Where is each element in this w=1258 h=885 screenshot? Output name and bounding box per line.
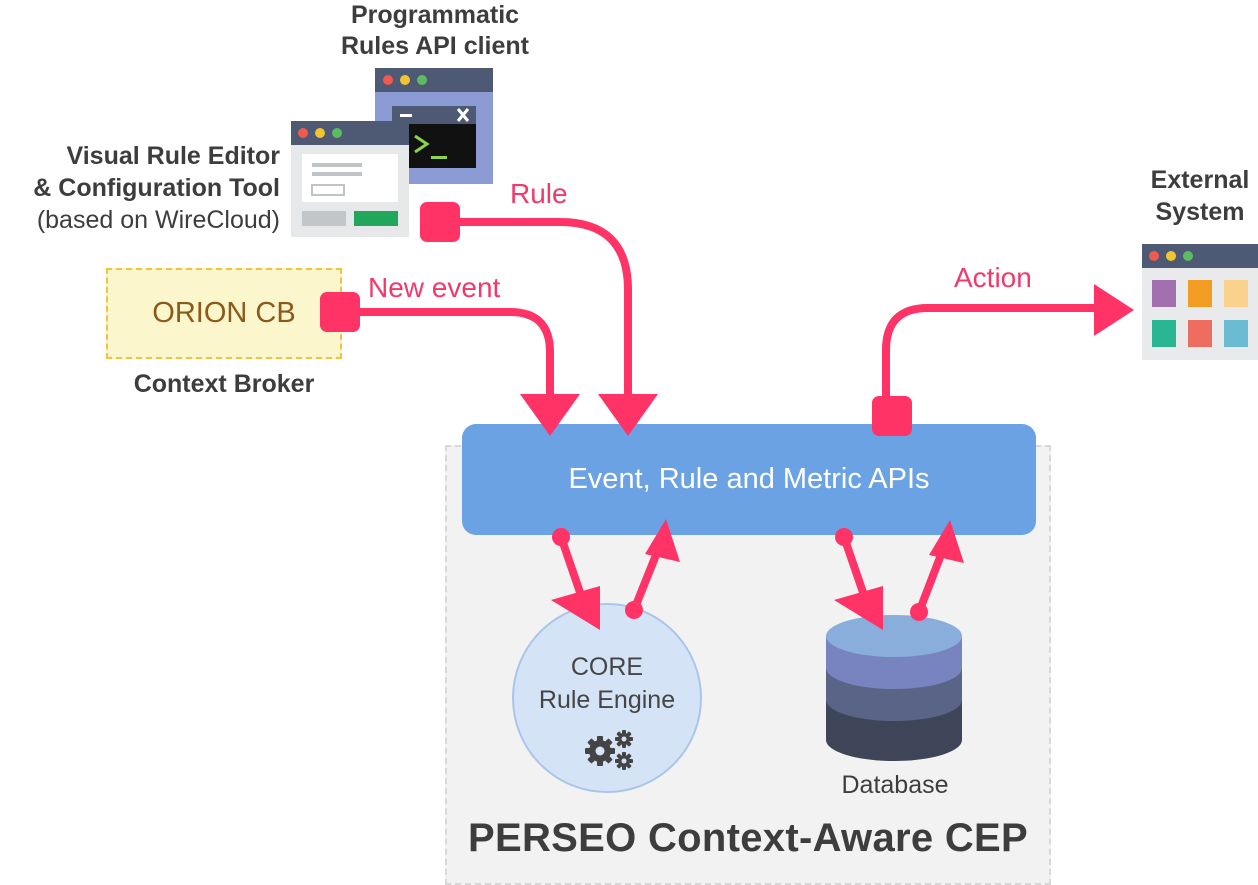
vre-line2: & Configuration Tool xyxy=(33,174,280,202)
ext-line2: System xyxy=(1155,198,1245,226)
visual-rule-editor-text: Visual Rule Editor & Configuration Tool … xyxy=(0,140,280,236)
database-label: Database xyxy=(841,771,949,799)
action-label: Action xyxy=(954,262,1032,293)
api-bar-label: Event, Rule and Metric APIs xyxy=(568,463,930,495)
action-arrow xyxy=(882,304,1104,409)
rule-engine-label: Rule Engine xyxy=(538,686,676,714)
orion-cb-label: ORION CB xyxy=(152,297,296,329)
prog-line2: Rules API client xyxy=(340,32,529,60)
rule-arrow xyxy=(444,218,632,402)
vre-line3: (based on WireCloud) xyxy=(36,206,280,234)
editor-window-icon xyxy=(291,121,409,237)
core-rule-engine: CORE Rule Engine xyxy=(512,603,702,793)
external-system-text: External System xyxy=(1130,164,1258,228)
programmatic-client-text: Programmatic Rules API client xyxy=(300,0,570,62)
dashboard-window-icon xyxy=(1142,244,1258,360)
core-label: CORE xyxy=(570,653,644,681)
context-broker-label: Context Broker xyxy=(133,370,315,398)
orion-cb-box: ORION CB xyxy=(106,268,342,359)
new-event-label: New event xyxy=(368,272,501,303)
new-event-arrow xyxy=(346,308,554,402)
gears-icon xyxy=(585,730,633,770)
api-bar: Event, Rule and Metric APIs xyxy=(462,424,1036,535)
perseo-title: PERSEO Context-Aware CEP xyxy=(468,816,1028,860)
vre-line1: Visual Rule Editor xyxy=(66,142,280,170)
ext-line1: External xyxy=(1150,166,1250,194)
rule-label: Rule xyxy=(510,178,568,209)
prog-line1: Programmatic xyxy=(350,1,520,29)
